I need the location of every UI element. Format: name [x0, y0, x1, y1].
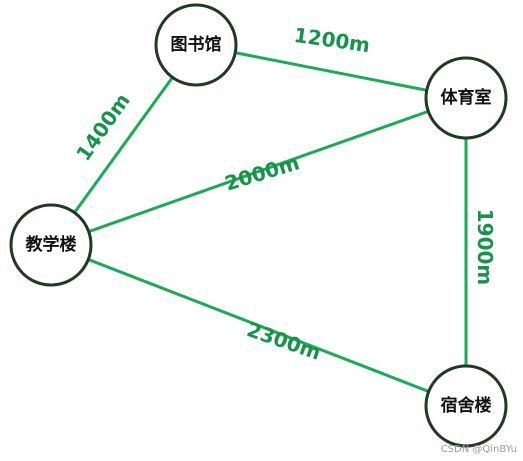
- edge-label-gym-dorm: 1900m: [473, 209, 497, 286]
- edge-library-gym: [195, 43, 467, 100]
- node-label-teaching: 教学楼: [25, 234, 77, 255]
- edge-teaching-dorm: [50, 243, 467, 408]
- node-library: 图书馆: [154, 3, 238, 87]
- edge-label-teaching-dorm: 2300m: [244, 317, 324, 365]
- edge-label-library-gym: 1200m: [292, 23, 371, 57]
- node-gym: 体育室: [424, 56, 508, 140]
- node-label-library: 图书馆: [171, 34, 222, 55]
- edge-teaching-gym: [50, 96, 467, 247]
- node-label-dorm: 宿舍楼: [441, 395, 492, 416]
- watermark: CSDN @QinBYu: [440, 444, 517, 455]
- edge-label-library-teaching: 1400m: [71, 89, 135, 165]
- node-label-gym: 体育室: [441, 87, 492, 108]
- node-dorm: 宿舍楼: [424, 364, 508, 448]
- edge-label-teaching-gym: 2000m: [222, 150, 302, 195]
- node-teaching: 教学楼: [9, 203, 93, 287]
